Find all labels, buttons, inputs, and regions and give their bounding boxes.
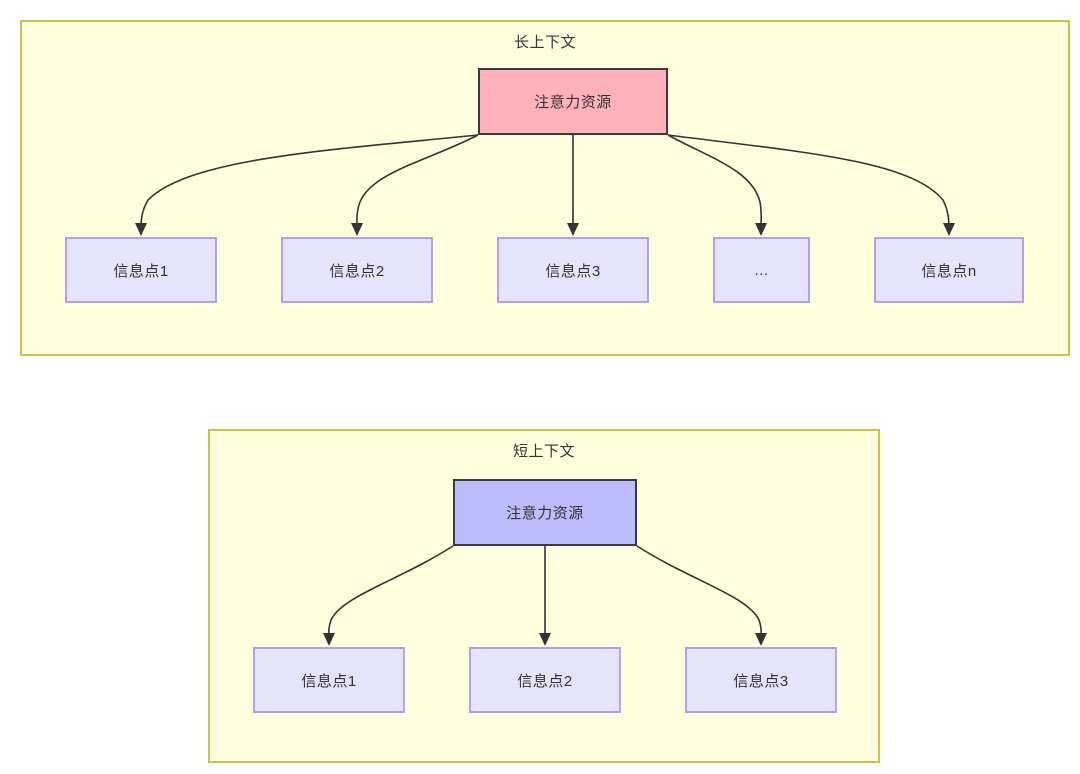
group-long-context-title: 长上下文 [513,34,576,51]
node-short-info-point-1[interactable]: 信息点1 [253,647,405,713]
node-long-info-point-n[interactable]: 信息点n [874,237,1024,303]
group-short-context-title: 短上下文 [512,443,575,460]
node-long-info-point-ellipsis[interactable]: ... [713,237,810,303]
node-short-attention-resource[interactable]: 注意力资源 [453,479,637,546]
node-long-info-point-3[interactable]: 信息点3 [497,237,649,303]
node-long-attention-resource[interactable]: 注意力资源 [478,68,668,135]
node-short-info-point-2[interactable]: 信息点2 [469,647,621,713]
node-short-info-point-3[interactable]: 信息点3 [685,647,837,713]
node-long-info-point-2[interactable]: 信息点2 [281,237,433,303]
node-long-info-point-1[interactable]: 信息点1 [65,237,217,303]
